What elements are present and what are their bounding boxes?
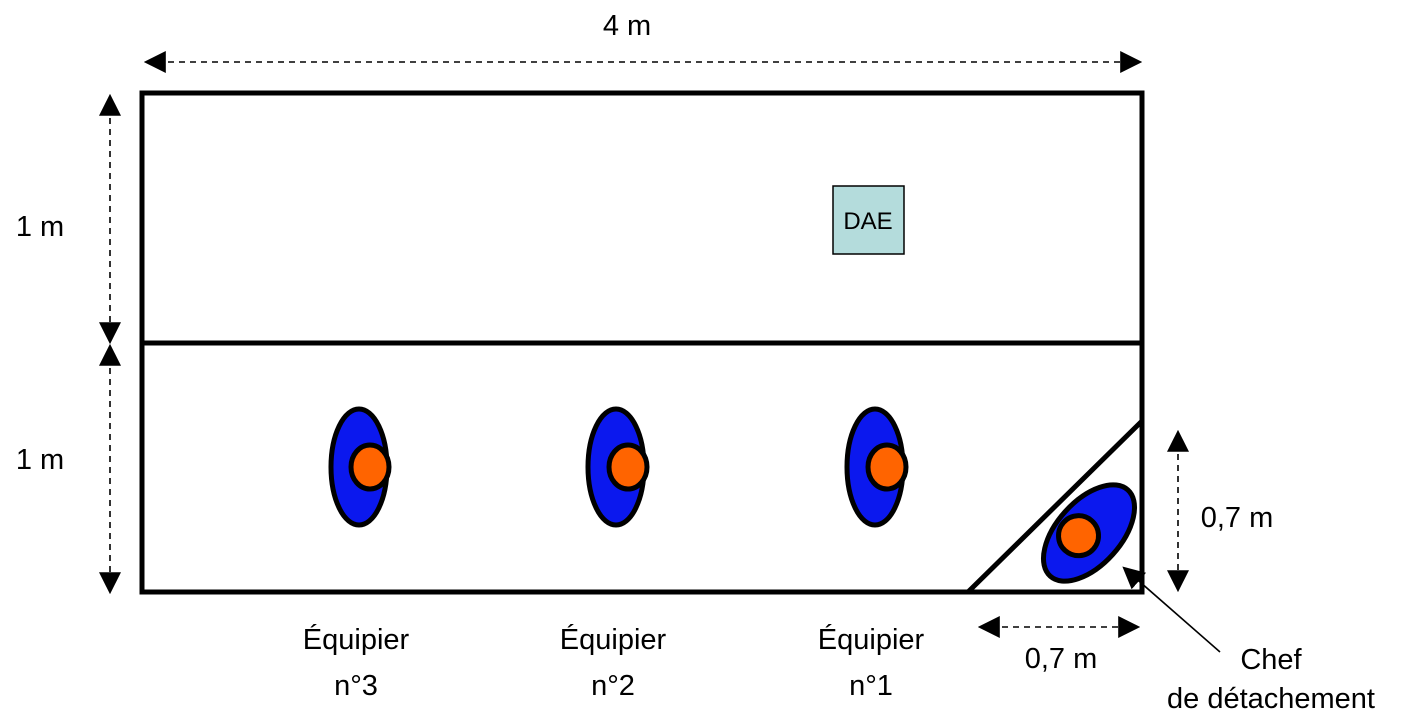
team-member-1-figure [844,406,909,528]
corner-vertical-label: 0,7 m [1201,502,1274,534]
team-member-2-figure [585,406,650,528]
chief-figure [1040,482,1138,584]
width-label: 4 m [603,10,651,42]
dae-label: DAE [843,208,892,235]
chief-label-line1: Chef [1240,644,1302,676]
team-member-3-label-line1: Équipier [303,623,410,656]
chief-label-line2: de détachement [1167,683,1375,715]
team-member-2-label-line2: n°2 [591,670,635,702]
corner-horizontal-label: 0,7 m [1025,643,1098,675]
team-member-3-label-line2: n°3 [334,670,378,702]
team-member-1-label-line1: Équipier [818,623,925,656]
lower-height-label: 1 m [16,444,64,476]
chief-pointer [1122,566,1221,653]
dae-box [832,185,905,255]
team-member-2-label-line1: Équipier [560,623,667,656]
corner-diagonal [966,419,1144,594]
team-member-1-label-line2: n°1 [849,670,893,702]
team-member-3-figure [328,406,392,528]
upper-height-label: 1 m [16,211,64,243]
